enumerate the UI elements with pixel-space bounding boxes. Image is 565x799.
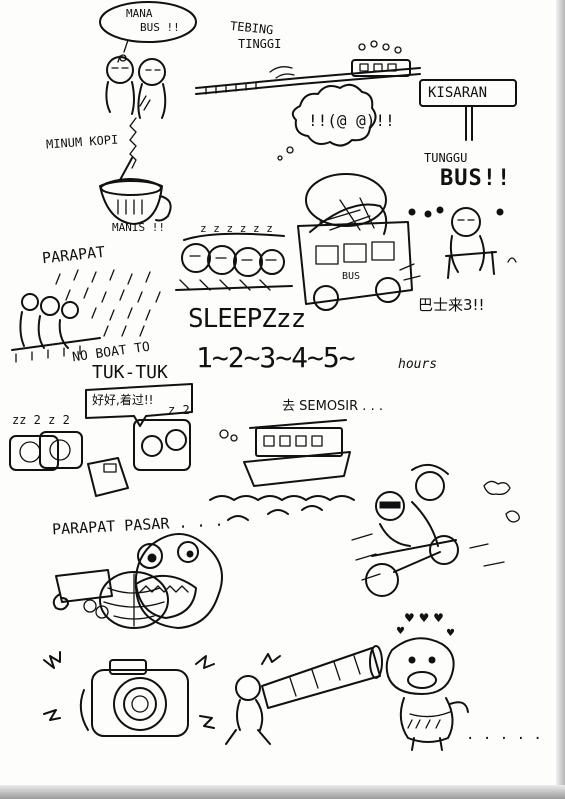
motorbike-drawing [351,463,520,597]
tebing-label-2: TINGGI [238,37,282,51]
svg-text:!!(@ @)!!: !!(@ @)!! [308,111,395,130]
kisaran-label: KISARAN [428,85,488,101]
speech-bubble-text: 好好,着过!! [92,393,154,407]
camera-drawing [43,651,215,737]
waiting-character-drawing [408,206,517,279]
chinese-bus-label: 巴士来3!! [418,296,485,314]
svg-text:z z z z z z: z z z z z z [200,222,273,235]
hours-sequence-label: 1~2~3~4~5~ [196,341,356,374]
boat-drawing [209,419,355,521]
kisaran-sign-drawing [419,79,517,141]
trailing-dots-label: . . . . . [466,727,542,743]
mana-bus-label-2: BUS !! [140,21,180,34]
svg-text:♥: ♥ [446,628,455,639]
sleep-label: SLEEPZzz [188,304,306,334]
rain-drawing [11,269,161,363]
page-edge-bottom [0,785,565,799]
mana-bus-label-1: MANA [126,7,153,20]
squiggle-line [129,117,137,169]
bus-interior-drawing: zz 2 z 2 z 2 [9,383,193,497]
shocked-cloud-drawing: !!(@ @)!! [277,83,395,161]
hours-word-label: hours [398,357,438,372]
monster-drawing [52,533,223,629]
page-edge-right [556,0,565,799]
svg-text:♥ ♥ ♥: ♥ ♥ ♥ [404,611,444,625]
tunggu-label: TUNGGU [424,151,468,165]
waiting-people-drawing [99,1,197,119]
svg-text:z 2: z 2 [168,403,190,417]
semosir-label: 去 SEMOSIR . . . [282,399,383,414]
bus-drawing [297,173,421,311]
bus-sign-label: BUS [342,271,361,282]
sleeping-passengers-drawing: z z z z z z [175,222,293,291]
bus-big-label: BUS!! [440,166,512,191]
tuk-tuk-label: TUK-TUK [92,362,168,383]
railway-drawing [195,40,421,95]
coffee-cup-drawing [99,157,172,225]
svg-text:zz 2 z 2: zz 2 z 2 [12,413,70,427]
photographer-drawing [225,645,383,745]
manis-label: MANIS !! [112,221,165,234]
svg-text:♥: ♥ [396,626,405,637]
hippo-drawing: ♥ ♥ ♥ ♥ ♥ [385,611,469,751]
